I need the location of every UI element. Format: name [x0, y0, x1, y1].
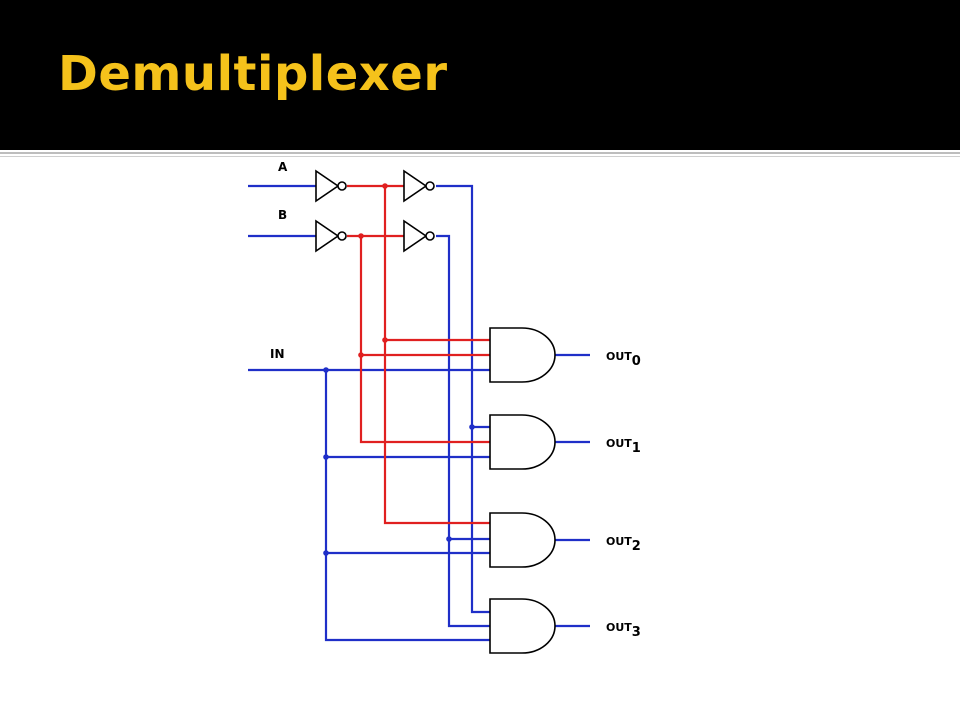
wire-b-bar: [359, 236, 490, 444]
not-gate: [315, 169, 347, 203]
wire-in-vertical: [324, 370, 490, 642]
junction-dot: [446, 536, 452, 542]
not-gate: [403, 169, 435, 203]
junction-dot: [323, 454, 329, 460]
title-bar: Demultiplexer: [0, 0, 960, 150]
input-label-b: B: [278, 208, 287, 222]
junction-dot: [358, 233, 364, 239]
wire-b-true: [436, 234, 490, 628]
and-gate-1: [489, 414, 556, 470]
output-label-1: OUT1: [606, 437, 641, 456]
junctions: [323, 183, 475, 556]
red-wires: [347, 184, 490, 525]
output-label-2: OUT2: [606, 535, 641, 554]
not-gate: [315, 219, 347, 253]
input-label-a: A: [278, 160, 288, 174]
junction-dot: [358, 352, 364, 358]
and-gate-2: [489, 512, 556, 568]
junction-dot: [382, 183, 388, 189]
header-divider-thin: [0, 156, 960, 157]
junction-dot: [469, 424, 475, 430]
output-label-3: OUT3: [606, 621, 641, 640]
slide-title: Demultiplexer: [58, 46, 448, 102]
not-gate: [403, 219, 435, 253]
junction-dot: [382, 337, 388, 343]
output-label-0: OUT0: [606, 350, 641, 369]
junction-dot: [323, 550, 329, 556]
junction-dot: [323, 367, 329, 373]
and-gate-0: [489, 327, 556, 383]
header-divider: [0, 152, 960, 154]
wire-a-bar: [383, 186, 490, 525]
and-gate-3: [489, 598, 556, 654]
blue-wires: [248, 184, 590, 642]
wire-a-true: [436, 184, 490, 614]
input-label-in: IN: [270, 347, 285, 361]
